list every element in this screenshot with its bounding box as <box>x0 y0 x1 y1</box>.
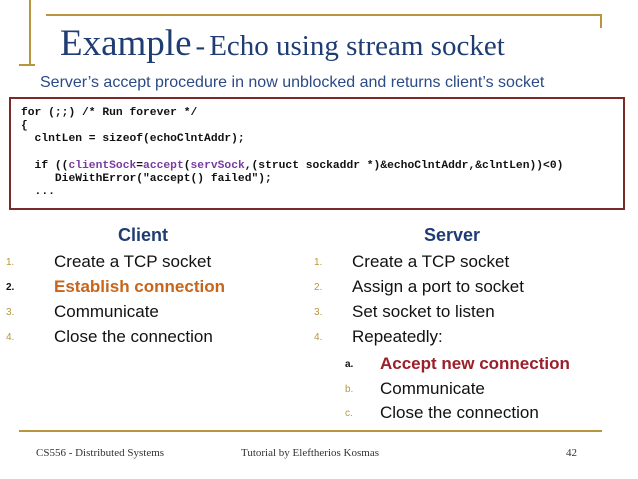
server-substep-letter: b. <box>345 384 354 395</box>
client-step-number: 1. <box>6 257 15 268</box>
server-step-text: Assign a port to socket <box>352 277 524 296</box>
server-substep-text: Close the connection <box>380 403 539 422</box>
frame-left-tick <box>19 64 35 66</box>
server-step-number: 2. <box>314 282 323 293</box>
server-step-number: 1. <box>314 257 323 268</box>
code-highlight-accept: accept <box>143 159 184 172</box>
code-line-5-paren: ( <box>183 159 191 172</box>
client-step-number: 2. <box>6 282 15 293</box>
client-step-text: Establish connection <box>54 277 225 296</box>
frame-top-line <box>46 14 602 16</box>
server-step-text: Repeatedly: <box>352 327 443 346</box>
title-separator: - <box>195 30 206 62</box>
slide-subtitle: Server’s accept procedure in now unblock… <box>40 74 545 91</box>
server-step-text: Set socket to listen <box>352 302 495 321</box>
code-line-3: clntLen = sizeof(echoClntAddr); <box>21 133 245 146</box>
client-step-text: Create a TCP socket <box>54 252 212 271</box>
code-box: for (;;) /* Run forever */ { clntLen = s… <box>9 97 625 210</box>
server-step-text: Create a TCP socket <box>352 252 510 271</box>
code-line-6: DieWithError("accept() failed"); <box>21 173 272 186</box>
code-block: for (;;) /* Run forever */ { clntLen = s… <box>21 107 563 199</box>
code-highlight-servsock: servSock <box>190 159 245 172</box>
code-line-5-eq: = <box>136 159 144 172</box>
title-main: Example <box>60 23 192 64</box>
frame-bottom-line <box>19 430 602 432</box>
code-line-1: for (;;) /* Run forever */ <box>21 107 198 119</box>
footer-course: CS556 - Distributed Systems <box>36 447 165 459</box>
client-step-text: Communicate <box>54 302 159 321</box>
frame-right-line <box>600 14 602 28</box>
server-substep-text: Accept new connection <box>380 354 570 373</box>
server-substep-letter: a. <box>345 359 354 370</box>
code-line-5-start: if (( <box>21 159 69 172</box>
slide-title: Example - Echo using stream socket <box>60 22 505 65</box>
server-substep-text: Communicate <box>380 379 485 398</box>
frame-left-line <box>29 0 31 64</box>
server-step-number: 4. <box>314 332 323 343</box>
code-highlight-clientsock: clientSock <box>68 159 137 172</box>
client-heading: Client <box>118 225 169 245</box>
server-substep-letter: c. <box>345 408 353 419</box>
title-rest: Echo using stream socket <box>209 30 505 62</box>
footer-page-number: 42 <box>566 447 577 459</box>
server-step-number: 3. <box>314 307 323 318</box>
client-step-number: 3. <box>6 307 15 318</box>
code-line-7: ... <box>21 186 55 199</box>
client-step-text: Close the connection <box>54 327 213 346</box>
code-line-2: { <box>21 120 28 133</box>
footer-author: Tutorial by Eleftherios Kosmas <box>241 447 379 459</box>
client-step-number: 4. <box>6 332 15 343</box>
code-line-5-end: ,(struct sockaddr *)&echoClntAddr,&clntL… <box>244 159 564 172</box>
code-line-5: if ((clientSock=accept(servSock,(struct … <box>21 159 564 172</box>
server-heading: Server <box>424 225 481 245</box>
